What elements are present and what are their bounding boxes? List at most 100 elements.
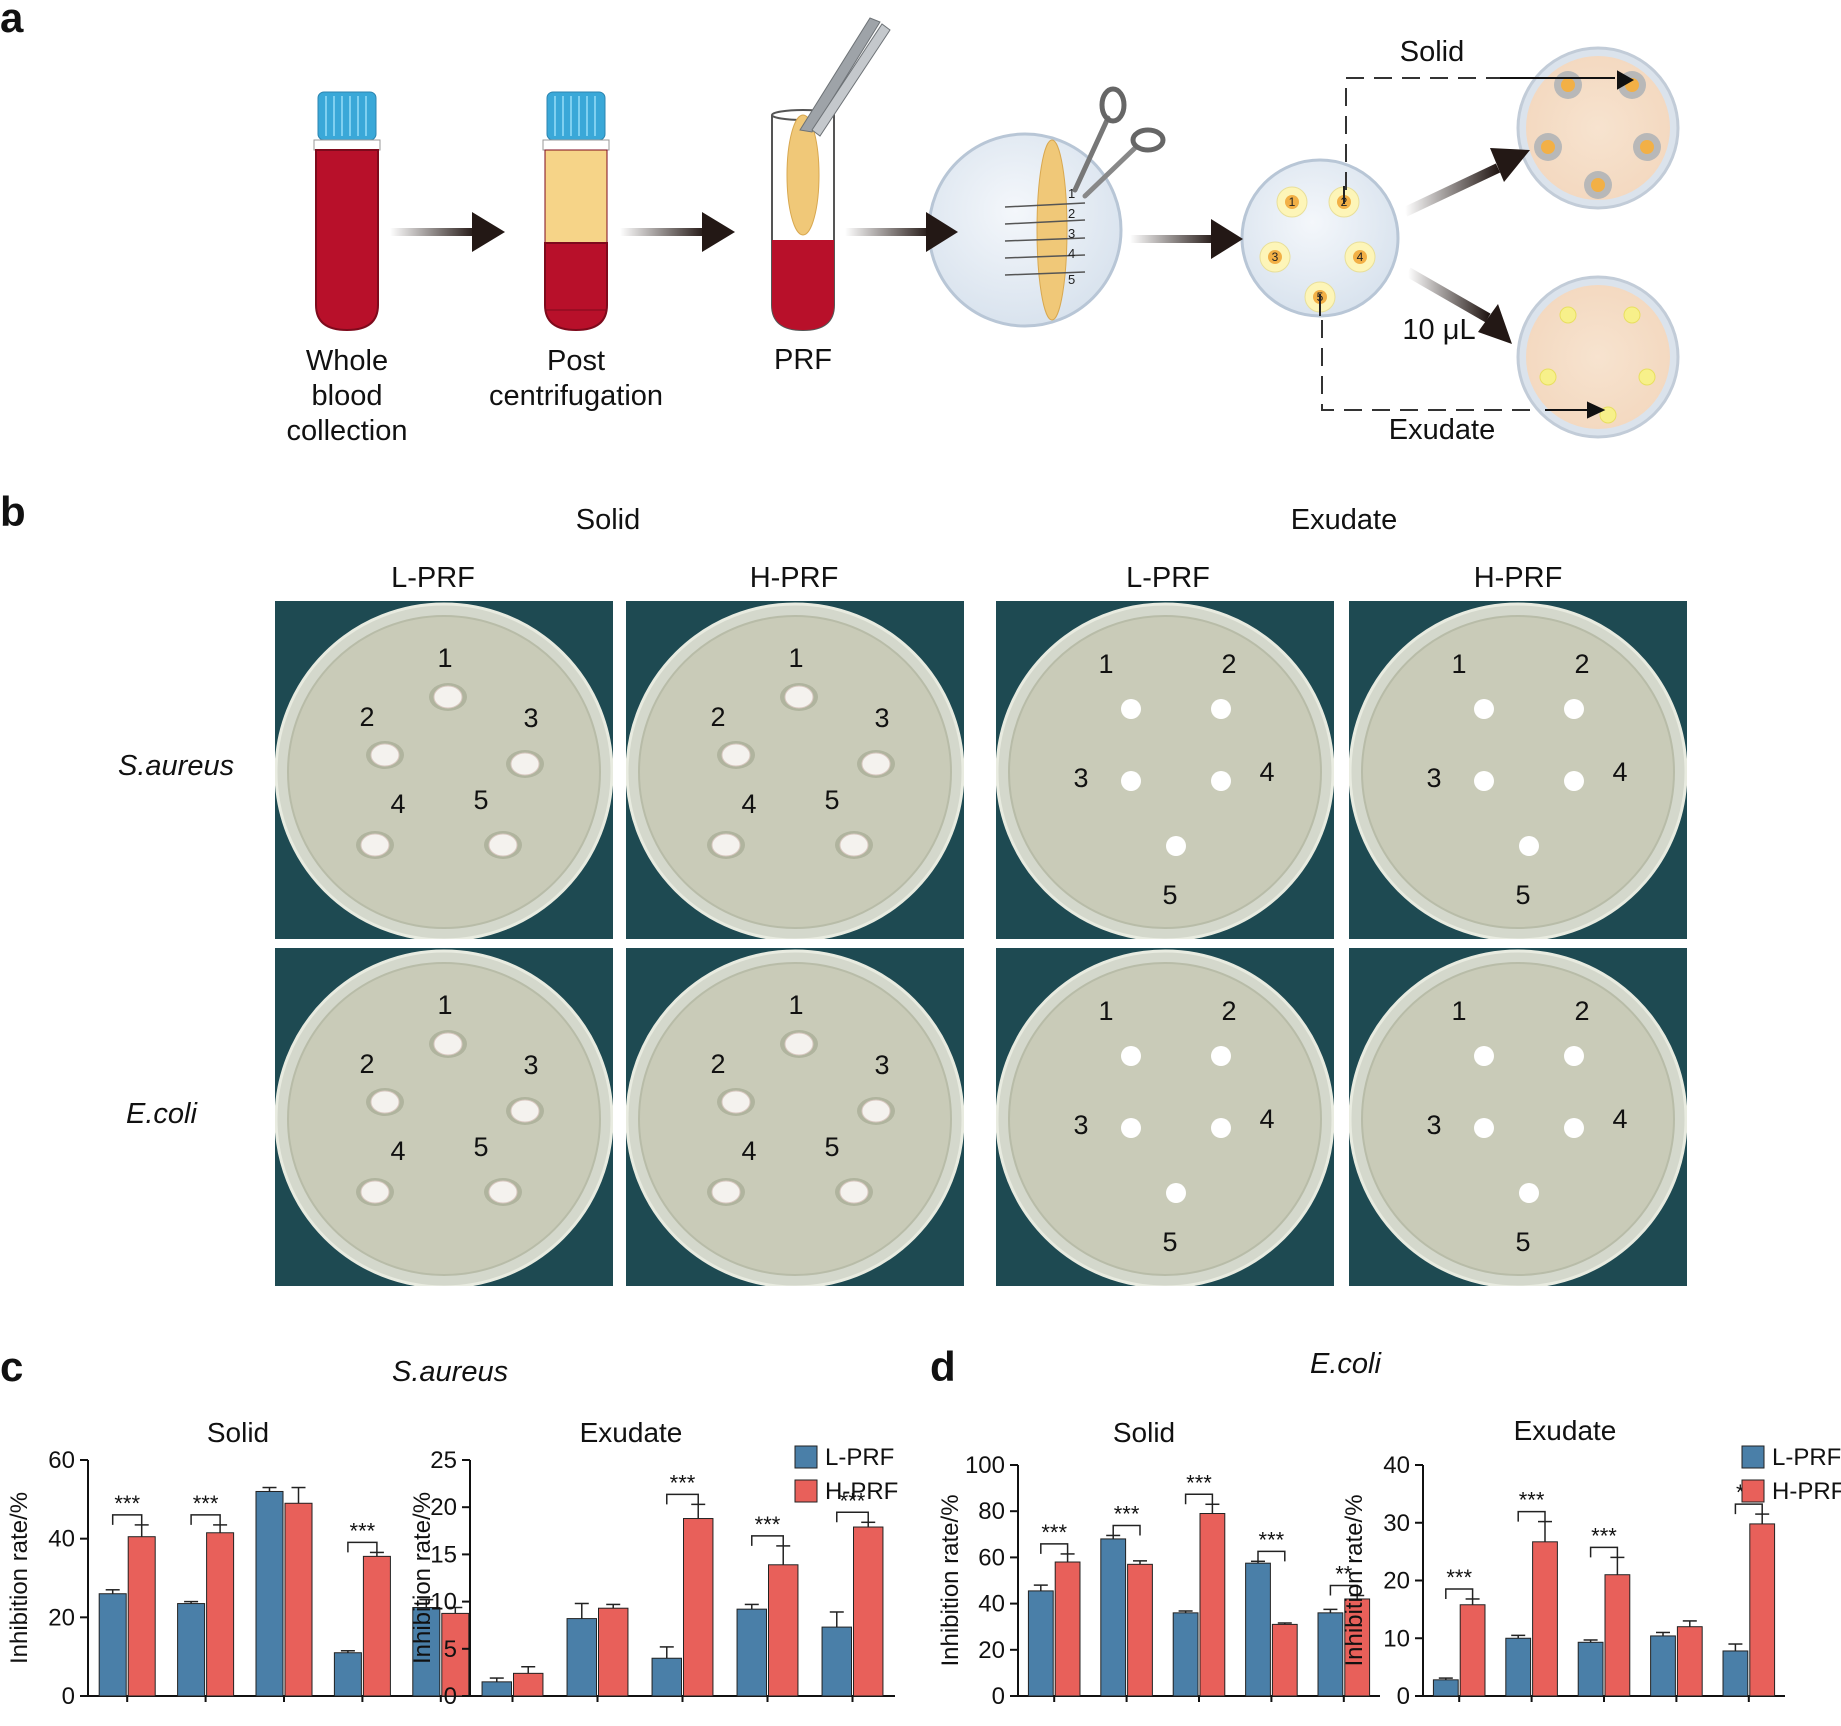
arrow-icon [1402,148,1530,344]
bar-lprf [821,1626,852,1697]
section-label: 5 [1068,272,1075,287]
significance-bracket [1040,1543,1069,1554]
significance-bracket [1257,1550,1286,1562]
plate-number: 5 [824,785,839,815]
panel-letter-c: c [0,1343,24,1390]
bar-lprf [1172,1612,1199,1697]
dish-cutting: 1 2 3 4 5 [927,86,1166,328]
plate-number: 4 [741,1136,756,1166]
plate-number: 3 [523,703,538,733]
arrow-icon [390,212,1243,259]
chart-group-title-d: E.coli [1310,1348,1381,1380]
plate-number: 3 [523,1050,538,1080]
x-tick-label: L-2 [188,1707,223,1710]
dashed-paths [1321,77,1540,411]
plate-number: 2 [1574,996,1589,1026]
bar-lprf [1245,1562,1271,1697]
scissors-icon [1072,86,1166,199]
bar-lprf [1432,1679,1459,1697]
label-prf: PRF [774,344,832,376]
x-tick-label: L-2 [580,1707,615,1710]
significance-bracket [1112,1524,1141,1536]
plate-number: 5 [1162,1227,1177,1257]
significance-label: *** [193,1491,219,1516]
y-tick-label: 20 [48,1604,75,1631]
significance-label: *** [1446,1565,1472,1590]
section-label: 2 [1068,206,1075,221]
plate-number: 1 [788,990,803,1020]
x-tick-label: L-2 [1109,1707,1144,1710]
y-tick-label: 0 [992,1683,1005,1710]
plate-number: 4 [390,1136,405,1166]
dish-numbered: 12 34 5 [1240,158,1400,318]
y-tick-label: 40 [48,1526,75,1553]
legend-swatch [1741,1445,1765,1469]
chart-title: Solid [207,1417,269,1448]
legend-label: L-PRF [1772,1444,1841,1471]
bar-hprf [127,1536,156,1697]
bar-lprf [481,1681,512,1697]
plate-number: 2 [359,702,374,732]
label-post-centrifugation: Post centrifugation [488,345,664,412]
bar-lprf [651,1657,682,1697]
y-axis-label: Inhibition rate/% [937,1494,964,1666]
significance-label: *** [114,1491,140,1516]
plate-number: 2 [359,1049,374,1079]
significance-label: ** [1335,1562,1353,1587]
legend-label: H-PRF [1772,1478,1841,1505]
legend-label: L-PRF [825,1444,894,1471]
bar-lprf [98,1593,127,1697]
panel-letter-a: a [0,0,24,41]
plate-number: 1 [1098,649,1113,679]
significance-bracket [666,1493,699,1505]
y-tick-label: 40 [1383,1452,1410,1479]
bar-lprf [1027,1590,1054,1697]
x-tick-label: L-3 [1587,1707,1622,1710]
column-header: L-PRF [1126,562,1210,594]
bar-lprf [177,1603,206,1697]
panel-letter-d: d [930,1343,956,1390]
chart-title: Exudate [580,1417,683,1448]
label-solid-path: Solid [1399,36,1465,68]
section-label: 3 [1068,226,1075,241]
plate-number: 1 [1098,996,1113,1026]
y-tick-label: 60 [978,1544,1005,1571]
column-header: H-PRF [749,562,839,594]
chart-group-title-c: S.aureus [392,1356,509,1388]
group-header-exudate: Exudate [1290,504,1398,536]
bar-hprf [362,1555,391,1697]
significance-label: *** [1591,1523,1617,1548]
plate-number: 2 [1221,649,1236,679]
bar-hprf [1271,1623,1298,1697]
bar-hprf [1676,1626,1703,1697]
panel-letter-b: b [0,488,26,535]
significance-bracket [1734,1503,1763,1515]
plate-number: 3 [1073,1110,1088,1140]
y-tick-label: 0 [62,1683,75,1710]
y-tick-label: 20 [978,1637,1005,1664]
x-tick-label: L-3 [665,1707,700,1710]
x-tick-label: L-5 [1326,1707,1361,1710]
plate-number: 5 [1515,1227,1530,1257]
column-header: L-PRF [391,562,475,594]
x-tick-label: L-4 [750,1707,785,1710]
y-tick-label: 40 [978,1591,1005,1618]
y-tick-label: 0 [444,1683,457,1710]
significance-label: *** [1041,1520,1067,1545]
bar-lprf [333,1652,362,1697]
bar-hprf [284,1502,313,1697]
bar-hprf [598,1607,629,1697]
tube-prf [771,17,891,332]
significance-bracket [1445,1588,1474,1599]
bar-hprf [513,1672,544,1697]
y-axis-label: Inhibition rate/% [1341,1494,1368,1666]
significance-bracket [751,1535,784,1546]
y-tick-label: 10 [430,1589,457,1616]
arrow-icon [1500,70,1635,419]
bar-hprf [1459,1604,1486,1697]
x-tick-label: L-4 [345,1707,380,1710]
